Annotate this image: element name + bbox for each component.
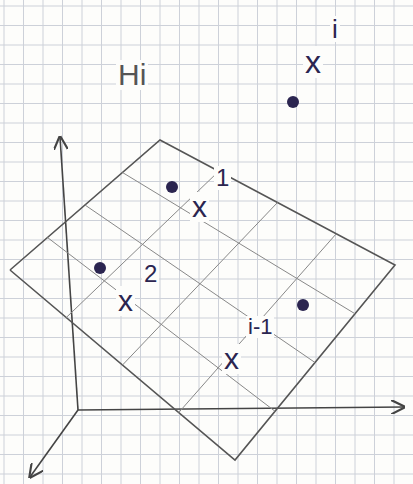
point	[287, 96, 299, 108]
point-name: x	[190, 192, 209, 222]
grid-line	[335, 0, 336, 484]
grid-line	[0, 259, 413, 260]
superscript: 1	[214, 166, 231, 190]
grid-line	[0, 142, 413, 143]
grid-line	[23, 0, 24, 484]
point	[94, 262, 106, 274]
point	[297, 299, 309, 311]
grid-line	[218, 0, 219, 484]
grid-line	[0, 298, 413, 299]
superscript: i	[330, 16, 340, 42]
axis-y	[78, 407, 404, 410]
grid-line	[101, 0, 102, 484]
grid-line	[0, 415, 413, 416]
grid-line	[0, 25, 413, 26]
plane-name: Hi	[116, 60, 148, 90]
grid-line	[355, 0, 356, 484]
grid-line	[62, 0, 63, 484]
grid-line	[4, 0, 5, 484]
superscript: i-1	[246, 316, 274, 338]
plane-grid-line	[123, 173, 356, 314]
axis-z	[60, 137, 78, 410]
grid-line	[82, 0, 83, 484]
grid-line	[0, 45, 413, 46]
point	[166, 181, 178, 193]
grid-line	[374, 0, 375, 484]
points	[94, 96, 309, 311]
grid-line	[160, 0, 161, 484]
axes	[30, 137, 404, 477]
grid-line	[0, 454, 413, 455]
grid-line	[0, 396, 413, 397]
plane-grid-line	[123, 203, 278, 366]
point-name: x	[222, 344, 241, 374]
grid-line	[0, 84, 413, 85]
superscript: 2	[142, 262, 159, 286]
grid-line	[296, 0, 297, 484]
grid-line	[0, 279, 413, 280]
grid-line	[199, 0, 200, 484]
grid-line	[0, 240, 413, 241]
grid-line	[277, 0, 278, 484]
grid-line	[0, 357, 413, 358]
plane-outline	[10, 140, 395, 460]
plane-grid-line	[179, 234, 337, 413]
grid-line	[0, 474, 413, 475]
grid-line	[0, 6, 413, 7]
grid-line	[394, 0, 395, 484]
point-name: x	[303, 46, 323, 78]
grid-line	[0, 181, 413, 182]
plane	[10, 140, 395, 460]
grid-line	[0, 123, 413, 124]
grid-line	[0, 103, 413, 104]
grid-line	[0, 337, 413, 338]
grid-line	[0, 376, 413, 377]
point-name: x	[116, 286, 135, 316]
grid-line	[257, 0, 258, 484]
axis-x	[30, 410, 78, 477]
grid-line	[0, 64, 413, 65]
